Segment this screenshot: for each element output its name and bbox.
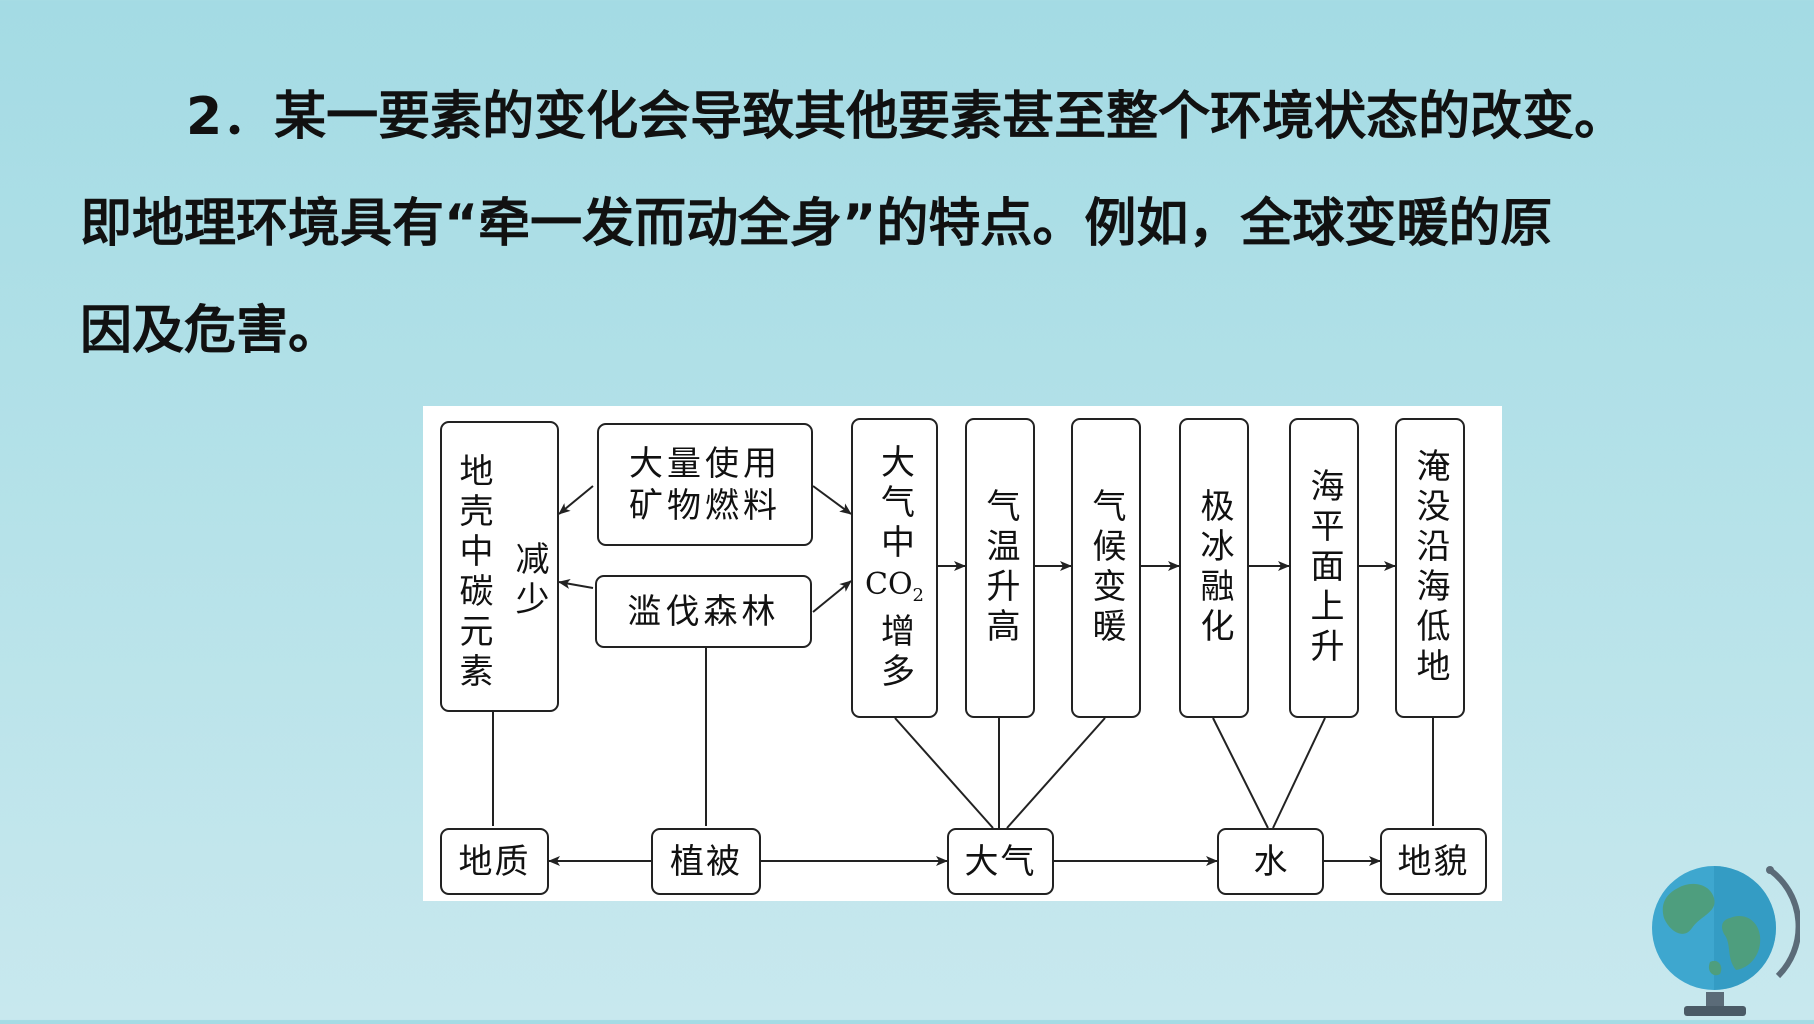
box-geology: 地质 [440, 828, 549, 895]
line-sea-to-water [1272, 717, 1326, 829]
box-polar-ice-melt: 极冰融化 [1179, 418, 1249, 718]
box-water: 水 [1217, 828, 1324, 895]
globe-icon [1652, 858, 1802, 1020]
deforestation-label: 滥伐森林 [627, 591, 780, 632]
box-sea-level-rise: 海平面上升 [1289, 418, 1359, 718]
atmosphere-label: 大气 [964, 841, 1037, 882]
arrow-fossil-to-co2 [812, 485, 852, 515]
diagram-connectors [492, 485, 1434, 866]
box-vegetation: 植被 [651, 828, 761, 895]
landform-label: 地貌 [1397, 841, 1470, 882]
fossil-line-2: 矿物燃料 [629, 485, 781, 526]
box-climate-warming: 气候变暖 [1071, 418, 1141, 718]
arrow-fossil-to-crust [558, 485, 594, 515]
box-landform: 地貌 [1380, 828, 1487, 895]
box-fossil-fuel-use: 大量使用 矿物燃料 [597, 423, 813, 546]
paragraph: 2．某一要素的变化会导致其他要素甚至整个环境状态的改变。 即地理环境具有“牵一发… [80, 64, 1740, 385]
box-temperature-rise: 气温升高 [965, 418, 1035, 718]
sea-level-rise-label: 海平面上升 [1304, 468, 1344, 668]
temperature-rise-label: 气温升高 [980, 488, 1020, 648]
arrow-forest-to-crust [558, 578, 594, 589]
box-atmosphere: 大气 [947, 828, 1054, 895]
geology-label: 地质 [458, 841, 531, 882]
global-warming-flow-diagram: 地壳中碳元素 减少 大量使用 矿物燃料 滥伐森林 大气中 CO2 增多 气温升高… [423, 406, 1502, 901]
text-line-3: 因及危害。 [80, 301, 341, 361]
text-line-1: 2．某一要素的变化会导致其他要素甚至整个环境状态的改变。 [186, 87, 1627, 147]
box-co2-increase: 大气中 CO2 增多 [851, 418, 938, 718]
arrow-forest-to-co2 [812, 580, 852, 613]
crust-carbon-label: 地壳中碳元素 [453, 453, 493, 693]
co2-label-post: 增多 [874, 612, 915, 693]
climate-warming-label: 气候变暖 [1086, 488, 1126, 648]
flood-coastal-lowland-label: 淹没沿海低地 [1410, 448, 1450, 688]
co2-label-pre: 大气中 [874, 443, 915, 564]
co2-formula: CO2 [864, 566, 924, 606]
fossil-line-1: 大量使用 [629, 443, 781, 484]
vegetation-label: 植被 [670, 841, 742, 882]
polar-ice-melt-label: 极冰融化 [1194, 488, 1234, 648]
line-co2-to-atmosphere [894, 717, 994, 829]
decrease-label: 减少 [509, 541, 549, 621]
text-line-2: 即地理环境具有“牵一发而动全身”的特点。例如，全球变暖的原 [80, 194, 1553, 254]
box-deforestation: 滥伐森林 [595, 575, 812, 648]
water-label: 水 [1253, 841, 1288, 882]
line-climate-to-atmosphere [1006, 717, 1106, 829]
box-flood-coastal-lowland: 淹没沿海低地 [1395, 418, 1465, 718]
line-ice-to-water [1212, 717, 1269, 829]
co2-formula-main: CO [864, 566, 913, 602]
box-crust-carbon-decrease: 地壳中碳元素 减少 [440, 421, 559, 712]
co2-formula-subscript: 2 [912, 584, 924, 606]
